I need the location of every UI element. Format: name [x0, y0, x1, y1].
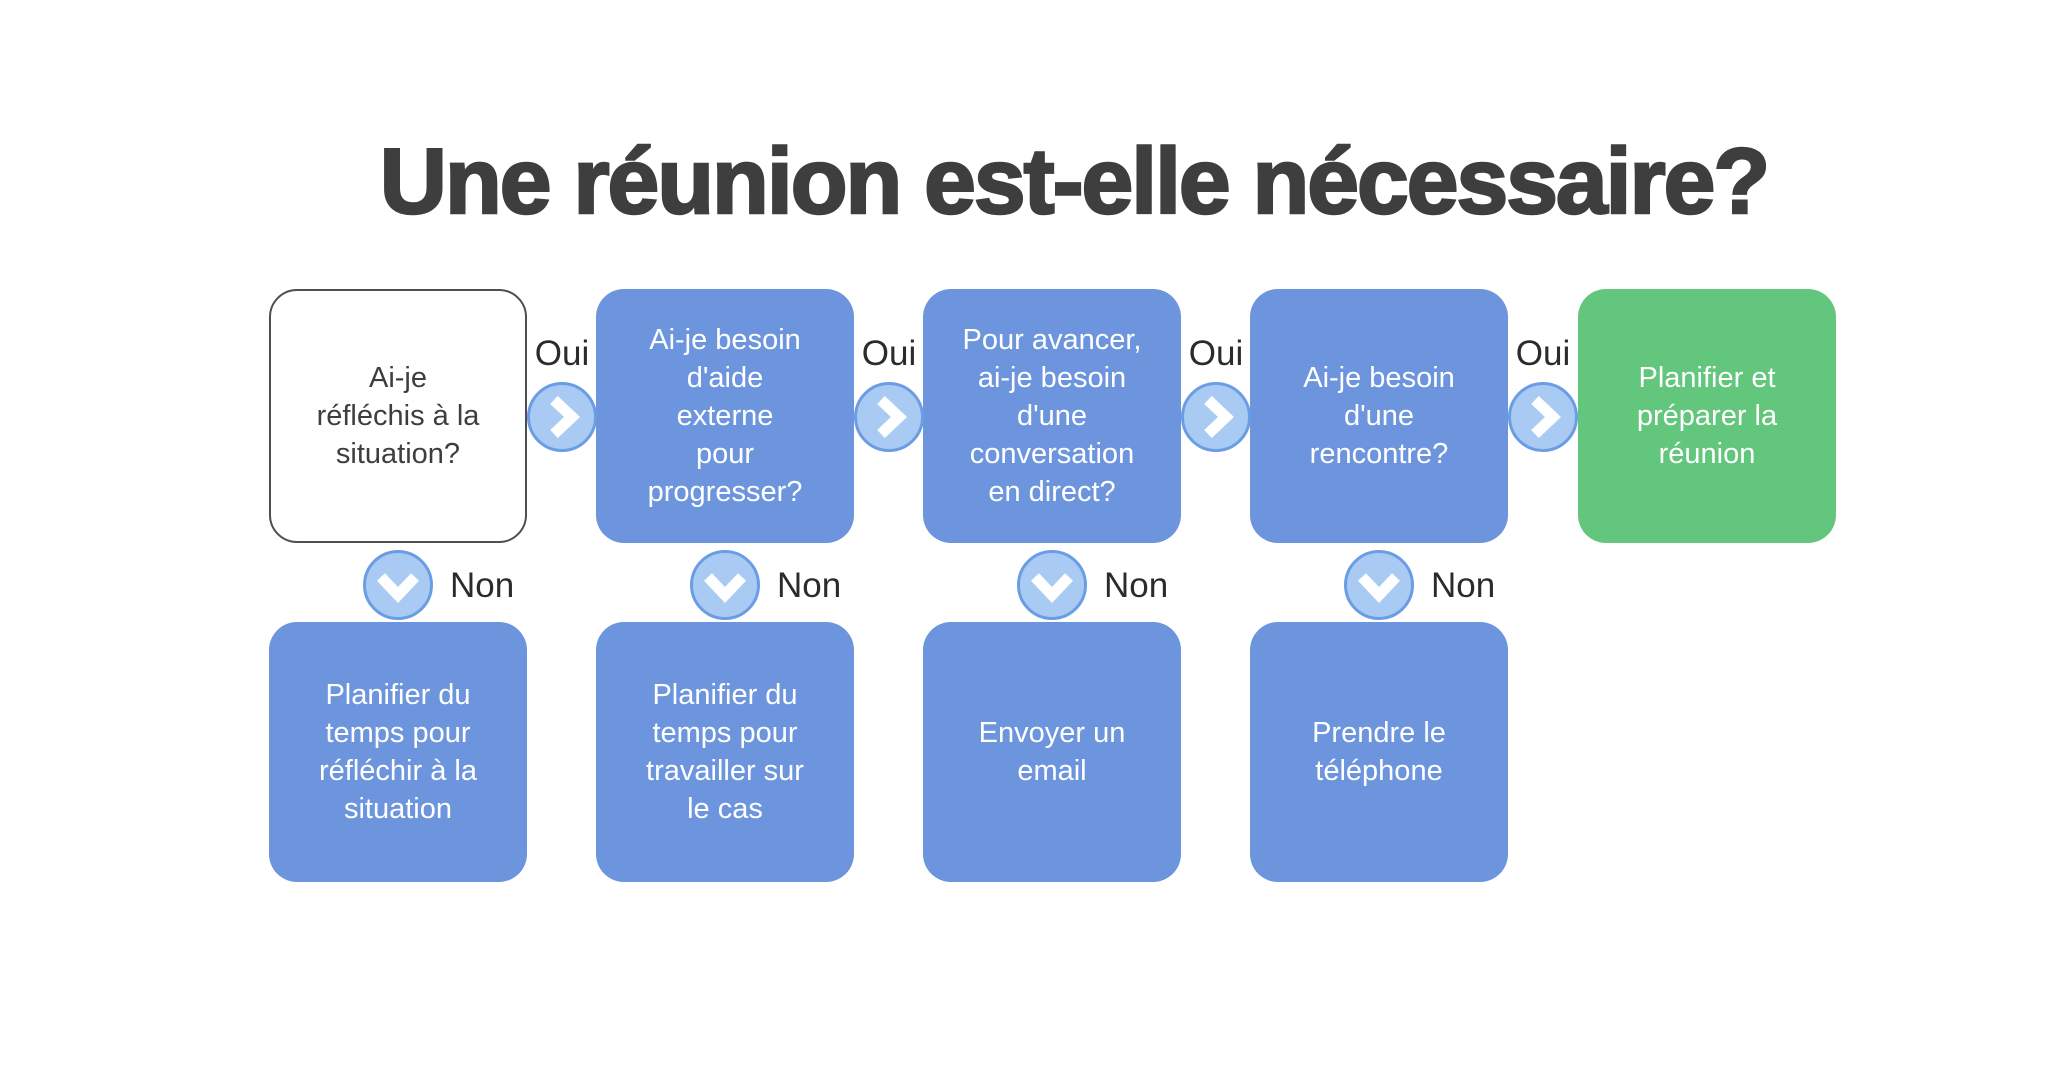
oui-label: Oui: [534, 334, 590, 373]
action-text: Planifier du temps pour réfléchir à la s…: [319, 679, 477, 825]
question-box-rencontre: Ai-je besoin d'une rencontre?: [1250, 289, 1508, 543]
question-text: Ai-je besoin d'aide externe pour progres…: [647, 324, 803, 508]
question-text: Pour avancer, ai-je besoin d'une convers…: [962, 324, 1142, 508]
non-label: Non: [1104, 566, 1169, 605]
page-title: Une réunion est-elle nécessaire?: [379, 128, 1772, 235]
action-text: Planifier du temps pour travailler sur l…: [646, 679, 804, 825]
oui-label: Oui: [861, 334, 917, 373]
final-text: Planifier et préparer la réunion: [1636, 362, 1778, 470]
chevron-down-circle-icon: [363, 550, 433, 620]
question-text: Ai-je besoin d'une rencontre?: [1303, 362, 1455, 470]
question-box-reflechis: Ai-je réfléchis à la situation?: [269, 289, 527, 543]
chevron-right-circle-icon: [1508, 382, 1578, 452]
chevron-down-circle-icon: [1017, 550, 1087, 620]
non-label: Non: [777, 566, 842, 605]
non-label: Non: [1431, 566, 1496, 605]
final-box-planifier-reunion: Planifier et préparer la réunion: [1578, 289, 1836, 543]
oui-label: Oui: [1515, 334, 1571, 373]
chevron-right-circle-icon: [854, 382, 924, 452]
action-text: Envoyer un email: [978, 717, 1126, 787]
action-box-planifier-reflexion: Planifier du temps pour réfléchir à la s…: [269, 622, 527, 882]
question-text: Ai-je réfléchis à la situation?: [316, 362, 480, 470]
action-box-envoyer-email: Envoyer un email: [923, 622, 1181, 882]
action-box-planifier-travail: Planifier du temps pour travailler sur l…: [596, 622, 854, 882]
chevron-right-circle-icon: [1181, 382, 1251, 452]
chevron-down-circle-icon: [1344, 550, 1414, 620]
question-box-conversation: Pour avancer, ai-je besoin d'une convers…: [923, 289, 1181, 543]
oui-label: Oui: [1188, 334, 1244, 373]
action-text: Prendre le téléphone: [1312, 717, 1446, 787]
chevron-right-circle-icon: [527, 382, 597, 452]
question-box-aide-externe: Ai-je besoin d'aide externe pour progres…: [596, 289, 854, 543]
chevron-down-circle-icon: [690, 550, 760, 620]
action-box-prendre-telephone: Prendre le téléphone: [1250, 622, 1508, 882]
non-label: Non: [450, 566, 515, 605]
